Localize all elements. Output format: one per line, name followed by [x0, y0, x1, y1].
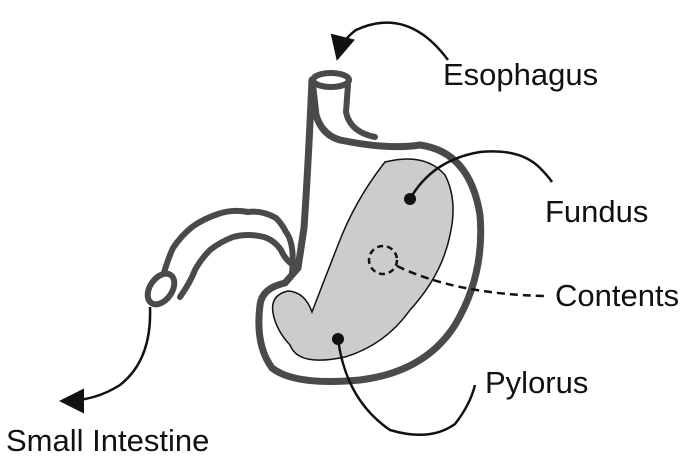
esophagus-opening — [313, 73, 349, 87]
esophagus-label: Esophagus — [443, 57, 598, 92]
small-intestine-opening — [142, 269, 180, 309]
fundus-label: Fundus — [545, 194, 648, 229]
esophagus-inner-wall — [346, 85, 375, 137]
pylorus-label: Pylorus — [485, 365, 588, 400]
small-intestine-leader-arrow — [64, 307, 150, 401]
small-intestine-label: Small Intestine — [6, 423, 209, 457]
esophagus-leader-arrow — [338, 23, 448, 60]
fundus-marker-dot — [404, 193, 416, 205]
pylorus-marker-dot — [332, 333, 344, 345]
contents-label: Contents — [555, 278, 679, 313]
